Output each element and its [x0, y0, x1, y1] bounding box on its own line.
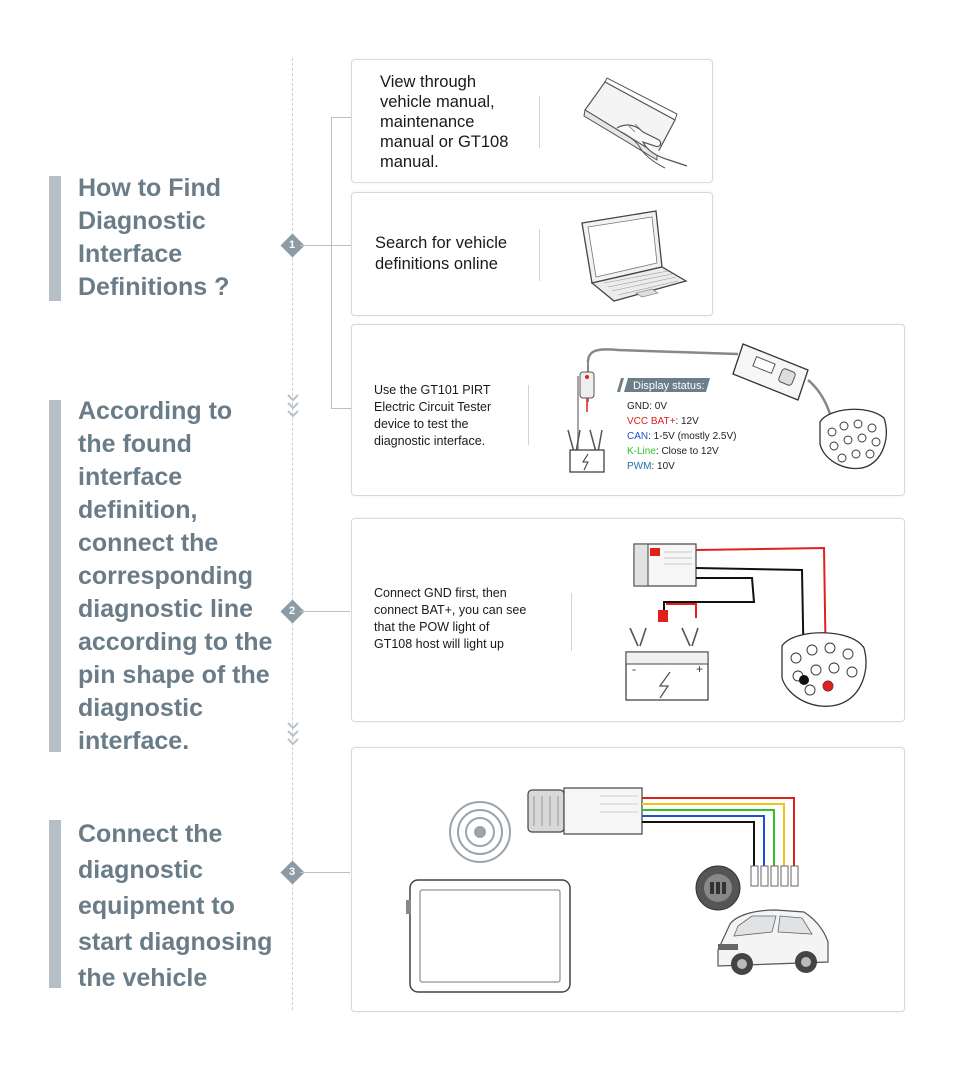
connector-line — [331, 117, 351, 118]
text-line: Search for vehicle — [375, 234, 508, 252]
connector-line — [331, 245, 351, 246]
section-3-bar — [49, 820, 61, 988]
section-1-bar — [49, 176, 61, 301]
hand-holding-book-icon — [583, 77, 688, 169]
text-line: GT108 host will light up — [374, 637, 504, 651]
title-line: How to Find — [78, 174, 222, 202]
status-can: CAN: 1-5V (mostly 2.5V) — [627, 431, 736, 442]
connector-line — [300, 611, 350, 612]
text-line: Connect GND first, then — [374, 586, 507, 600]
card-online-text: Search for vehicle definitions online — [375, 233, 507, 275]
text-line: diagnostic interface. — [374, 434, 486, 448]
connector-line — [300, 245, 332, 246]
title-line: start diagnosing — [78, 928, 273, 956]
battery-connection-illustration: - + — [625, 543, 867, 707]
connector-bracket — [331, 117, 332, 409]
divider — [539, 96, 540, 148]
status-kline-label: K-Line — [627, 446, 656, 457]
suv-car-icon — [717, 909, 829, 975]
card-tester: Use the GT101 PIRT Electric Circuit Test… — [351, 324, 905, 496]
title-line: corresponding — [78, 562, 254, 590]
title-line: Definitions ? — [78, 273, 230, 301]
title-line: according to the — [78, 628, 273, 656]
title-line: the vehicle — [78, 964, 208, 992]
status-gnd-value: : 0V — [649, 401, 668, 412]
status-kline: K-Line: Close to 12V — [627, 446, 719, 457]
title-line: According to — [78, 397, 233, 425]
section-1-title: How to Find Diagnostic Interface Definit… — [78, 172, 229, 304]
text-line: Electric Circuit Tester — [374, 400, 492, 414]
status-gnd: GND: 0V — [627, 401, 667, 412]
chevron-down-icon — [287, 722, 299, 746]
text-line: connect BAT+, you can see — [374, 603, 527, 617]
status-pwm: PWM: 10V — [627, 461, 675, 472]
text-line: maintenance — [380, 113, 475, 131]
text-line: Use the GT101 PIRT — [374, 383, 491, 397]
status-pwm-label: PWM — [627, 461, 652, 472]
laptop-icon — [581, 210, 688, 302]
text-line: manual or GT108 — [380, 133, 509, 151]
step-3-number: 3 — [288, 866, 296, 878]
title-line: diagnostic — [78, 694, 204, 722]
timeline-line — [292, 58, 293, 1010]
connector-line — [300, 872, 350, 873]
text-line: manual. — [380, 153, 439, 171]
circuit-tester-illustration: Display status: — [567, 343, 887, 473]
text-line: definitions online — [375, 255, 498, 273]
title-line: connect the — [78, 529, 219, 557]
title-line: diagnostic line — [78, 595, 254, 623]
section-2-title: According to the found interface definit… — [78, 395, 272, 758]
card-manual-text: View through vehicle manual, maintenance… — [380, 72, 508, 172]
step-2-number: 2 — [288, 605, 296, 617]
text-line: device to test the — [374, 417, 469, 431]
status-vcc-label: VCC BAT+ — [627, 416, 676, 427]
card-online: Search for vehicle definitions online — [351, 192, 713, 316]
title-line: pin shape of the — [78, 661, 270, 689]
section-3-title: Connect the diagnostic equipment to star… — [78, 816, 272, 996]
step-1-number: 1 — [288, 239, 296, 251]
status-pwm-value: : 10V — [651, 461, 675, 472]
connector-line — [331, 408, 351, 409]
chevron-down-icon — [287, 394, 299, 418]
text-line: View through — [380, 73, 477, 91]
divider — [571, 593, 572, 651]
status-vcc: VCC BAT+: 12V — [627, 416, 699, 427]
title-line: the found — [78, 430, 192, 458]
card-connect-text: Connect GND first, then connect BAT+, yo… — [374, 585, 526, 653]
status-gnd-label: GND — [627, 401, 650, 412]
wireless-signal-icon — [449, 801, 511, 863]
gt108-adapter-icon — [527, 787, 643, 835]
title-line: interface — [78, 463, 183, 491]
title-line: Connect the — [78, 820, 223, 848]
divider — [528, 385, 529, 445]
title-line: interface. — [78, 727, 190, 755]
battery-minus-label: - — [632, 662, 636, 676]
battery-plus-label: + — [696, 662, 703, 676]
text-line: vehicle manual, — [380, 93, 495, 111]
title-line: Diagnostic — [78, 207, 206, 235]
display-status-title: Display status: — [633, 380, 705, 392]
title-line: diagnostic — [78, 856, 204, 884]
tablet-icon — [406, 879, 571, 993]
title-line: definition, — [78, 496, 198, 524]
status-vcc-value: : 12V — [675, 416, 699, 427]
section-2-bar — [49, 400, 61, 752]
diagnostic-setup-illustration — [406, 787, 829, 993]
divider — [539, 229, 540, 281]
title-line: Interface — [78, 240, 183, 268]
status-can-label: CAN — [627, 431, 649, 442]
text-line: that the POW light of — [374, 620, 490, 634]
title-line: equipment to — [78, 892, 235, 920]
status-can-value: : 1-5V (mostly 2.5V) — [648, 431, 737, 442]
card-tester-text: Use the GT101 PIRT Electric Circuit Test… — [374, 382, 491, 450]
connector-icon — [695, 865, 741, 911]
status-kline-value: : Close to 12V — [655, 446, 719, 457]
card-manual: View through vehicle manual, maintenance… — [351, 59, 713, 183]
